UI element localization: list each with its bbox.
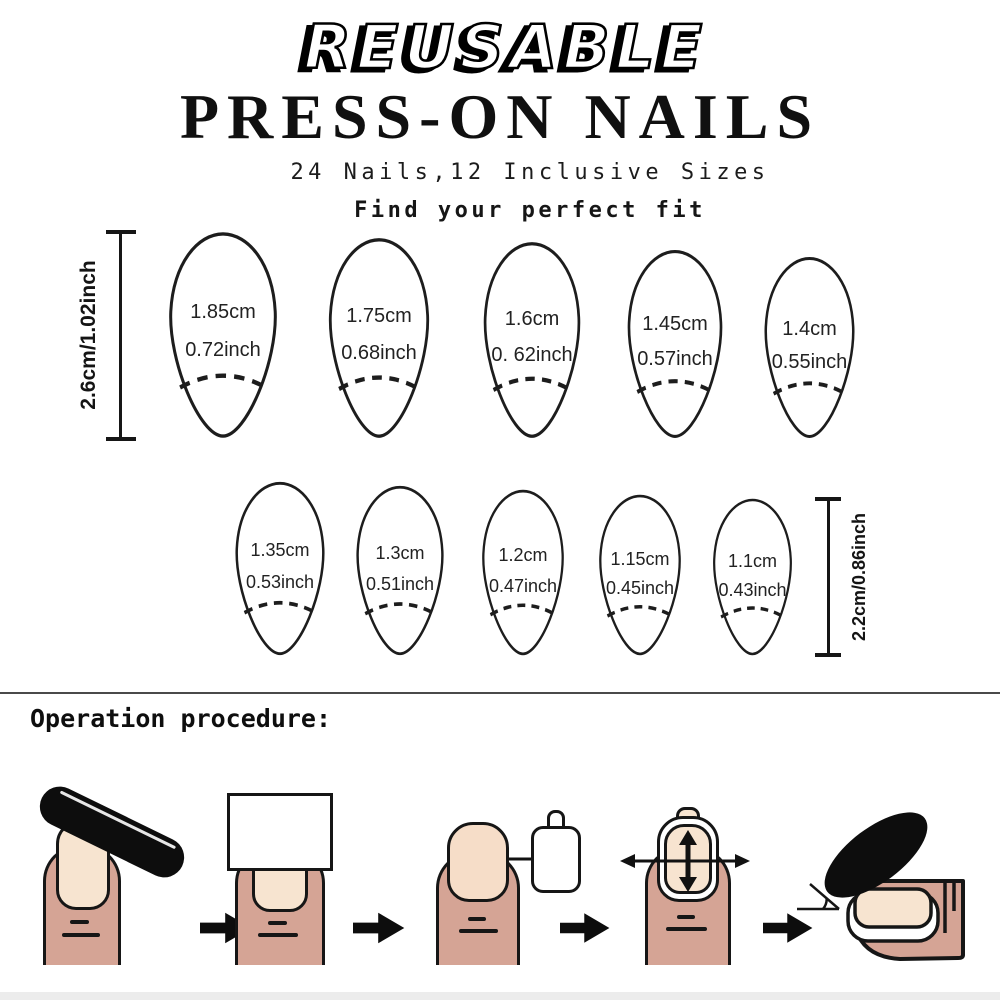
smile-line [606, 605, 674, 618]
nail-size-inch: 0.45inch [605, 578, 675, 599]
smile-line [772, 381, 847, 396]
nail-size-4: 1.45cm 0.57inch [624, 248, 726, 440]
page-title: PRESS-ON NAILS [179, 81, 821, 152]
nail-size-cm: 1.45cm [642, 313, 708, 336]
nail-size-inch: 0.57inch [637, 347, 713, 370]
nail-size-inch: 0.68inch [341, 342, 417, 365]
row1-dimension-label: 2.6cm/1.02inch [77, 260, 100, 410]
nail-outline [482, 489, 564, 656]
nail-shape [599, 494, 681, 656]
knuckle-crease [677, 915, 695, 919]
nail-outline [627, 250, 723, 438]
nail-shape [627, 250, 723, 438]
knuckle-crease [268, 921, 287, 925]
nail-size-10: 1.1cm 0.43inch [710, 497, 795, 657]
knuckle-crease [62, 933, 100, 937]
nail-size-1: 1.85cm 0.72inch [165, 230, 281, 440]
smile-line [492, 376, 572, 392]
angle-mark-icon [797, 883, 840, 911]
knuckle-crease [468, 917, 486, 921]
next-step-arrow-icon [200, 912, 252, 944]
nail-bed-icon [853, 887, 933, 929]
row2-dimension-label: 2.2cm/0.86inch [849, 512, 869, 642]
step-5-angle-press-icon [797, 812, 965, 961]
nail-outline [235, 481, 325, 656]
nail-shape [356, 485, 444, 656]
procedure-heading: Operation procedure: [30, 704, 332, 733]
nail-outline [713, 498, 792, 656]
nail-size-cm: 1.3cm [375, 542, 425, 563]
glue-bottle-icon [531, 826, 581, 893]
smile-line [364, 602, 436, 616]
row1-bracket-line [119, 230, 122, 440]
brand-word-art: REUSABLE REUSABLE [296, 11, 708, 88]
smile-line [179, 373, 267, 390]
press-on-nail-icon [447, 822, 509, 902]
nail-shape [482, 489, 564, 656]
nail-shape [169, 232, 277, 438]
nail-size-8: 1.2cm 0.47inch [479, 488, 567, 657]
nail-outline [328, 238, 430, 438]
nail-size-7: 1.3cm 0.51inch [353, 484, 447, 657]
nail-shape [235, 481, 325, 656]
row1-bracket-bottom-cap [106, 437, 136, 441]
nail-size-2: 1.75cm 0.68inch [325, 236, 433, 440]
nail-size-6: 1.35cm 0.53inch [232, 480, 328, 657]
nail-shape [713, 498, 792, 656]
nail-outline [764, 256, 855, 439]
nail-size-cm: 1.75cm [346, 305, 412, 328]
nail-size-9: 1.15cm 0.45inch [596, 493, 684, 657]
knuckle-crease [70, 920, 89, 924]
prep-pad-icon [227, 793, 333, 871]
photo-edge-strip [0, 992, 1000, 1000]
knuckle-crease [258, 933, 298, 937]
nail-shape [764, 256, 855, 439]
nail-size-inch: 0.55inch [771, 351, 848, 374]
nail-size-inch: 0.51inch [365, 573, 435, 594]
nail-size-inch: 0.47inch [488, 575, 558, 596]
knuckle-crease [459, 929, 498, 933]
tagline: Find your perfect fit [354, 198, 706, 223]
nail-size-cm: 1.2cm [498, 545, 548, 566]
nail-size-cm: 1.1cm [727, 551, 778, 572]
brand-word-shadow: REUSABLE [298, 15, 702, 86]
nail-size-inch: 0. 62inch [491, 344, 573, 366]
nail-shape [483, 242, 581, 438]
row2-bracket-bottom-cap [815, 653, 841, 657]
smile-line [636, 379, 714, 394]
nail-size-cm: 1.6cm [504, 308, 560, 330]
knuckle-crease [666, 927, 707, 931]
nail-size-inch: 0.72inch [185, 339, 261, 362]
smile-line [720, 606, 785, 619]
glue-bottle-cap-icon [547, 810, 565, 829]
smile-line [489, 603, 557, 617]
align-horizontal-arrow-icon [620, 854, 750, 868]
black-press-on-nail-icon [824, 812, 928, 898]
nail-size-cm: 1.4cm [782, 317, 837, 340]
brand-word: REUSABLE [304, 12, 708, 83]
nail-size-inch: 0.43inch [718, 580, 787, 601]
nail-size-inch: 0.53inch [245, 572, 315, 593]
smile-line [338, 375, 420, 391]
section-divider [0, 692, 1000, 694]
nail-outline [483, 242, 581, 438]
row2-bracket-line [827, 497, 830, 657]
next-step-arrow-icon [560, 913, 610, 943]
nail-size-cm: 1.85cm [190, 301, 256, 324]
next-step-arrow-icon [353, 912, 405, 944]
nail-size-5: 1.4cm 0.55inch [761, 255, 858, 440]
next-step-arrow-icon [763, 913, 813, 943]
smile-line [243, 600, 317, 615]
nail-outline [169, 232, 277, 438]
nail-shape [328, 238, 430, 438]
nail-size-3: 1.6cm 0. 62inch [480, 240, 584, 440]
nail-size-cm: 1.35cm [250, 540, 310, 561]
subtitle: 24 Nails,12 Inclusive Sizes [290, 160, 770, 185]
nail-outline [599, 494, 681, 656]
nail-outline [356, 485, 444, 656]
nail-size-cm: 1.15cm [610, 548, 670, 569]
